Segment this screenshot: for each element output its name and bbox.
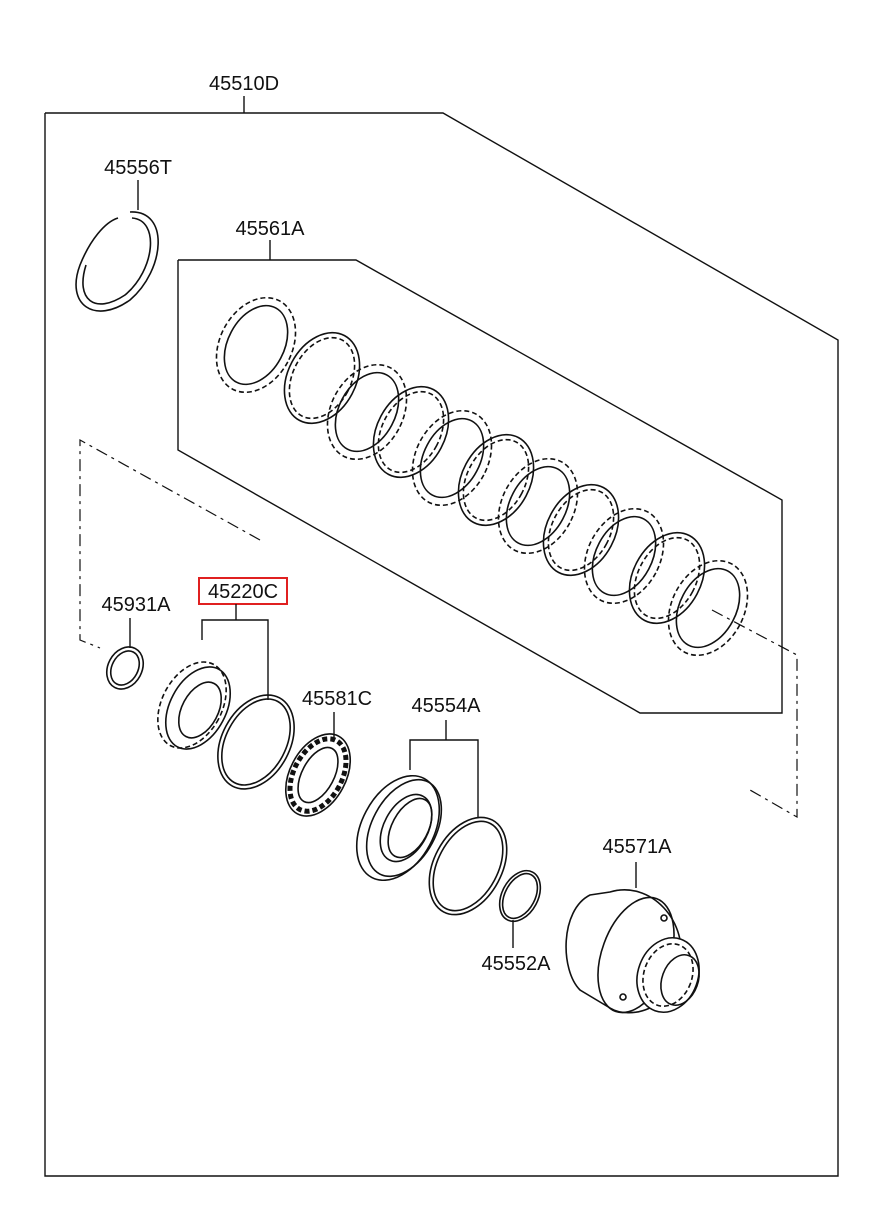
piston-part <box>355 774 441 882</box>
label-snap-ring: 45556T <box>104 157 172 179</box>
clutch-pack-boundary <box>177 259 783 714</box>
centerline-right <box>711 609 798 819</box>
label-small-ring: 45931A <box>102 594 172 616</box>
gear-part <box>157 661 227 749</box>
clutch-plate-2 <box>283 331 361 425</box>
clutch-plates <box>215 296 749 657</box>
label-assembly: 45510D <box>209 73 279 95</box>
clutch-plate-11 <box>667 559 749 657</box>
label-highlighted-part: 45220C <box>208 581 278 603</box>
hub-part <box>565 889 700 1014</box>
clutch-plate-1 <box>215 296 297 394</box>
piston-seal-part <box>428 816 508 916</box>
label-seal-ring: 45552A <box>482 953 552 975</box>
clutch-plate-3 <box>326 363 408 461</box>
highlight-box <box>198 577 288 605</box>
clutch-plate-5 <box>411 409 493 507</box>
small-ring-part <box>105 646 145 690</box>
centerline-left <box>79 438 261 649</box>
label-hub: 45571A <box>603 836 673 858</box>
clutch-plate-10 <box>628 531 706 625</box>
snap-ring-part <box>75 211 159 312</box>
clutch-plate-7 <box>497 457 579 555</box>
label-bearing: 45581C <box>302 688 372 710</box>
bearing-part <box>284 733 352 817</box>
seal-ring-part <box>498 869 542 923</box>
snap-ring-inner <box>82 217 152 305</box>
clutch-plate-9 <box>583 507 665 605</box>
clutch-plate-4 <box>372 385 450 479</box>
assembly-boundary <box>44 112 839 1177</box>
label-clutch-pack: 45561A <box>236 218 306 240</box>
label-piston: 45554A <box>412 695 482 717</box>
highlighted-part-leader <box>201 619 269 700</box>
clutch-plate-6 <box>457 433 535 527</box>
gear-ring-part <box>217 694 295 790</box>
piston-leader <box>409 739 479 818</box>
clutch-plate-8 <box>542 483 620 577</box>
